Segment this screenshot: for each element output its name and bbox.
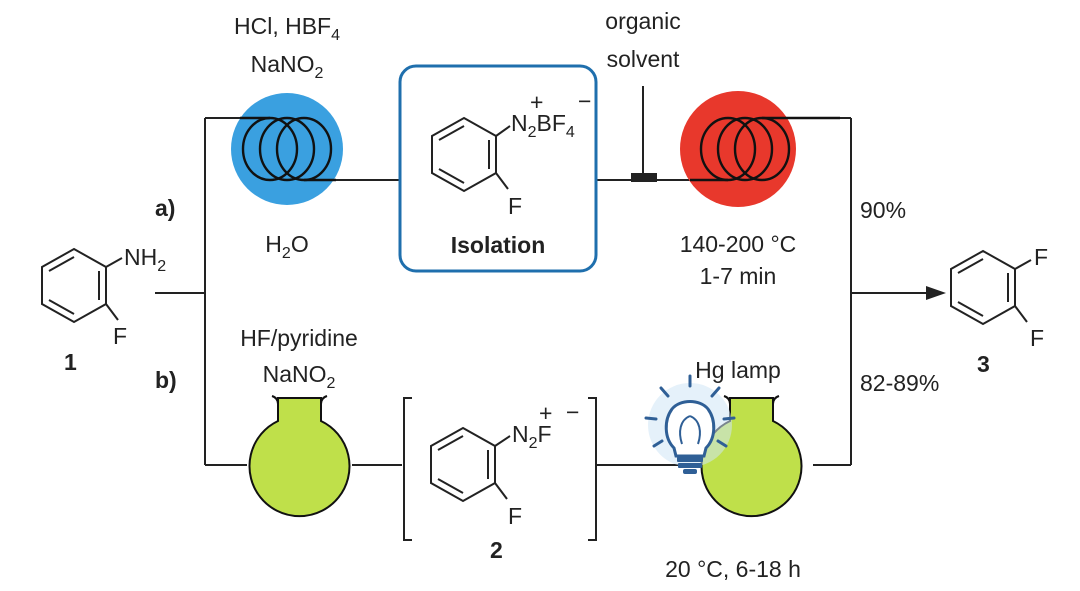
diazotization-flask [248, 397, 351, 518]
benzene-ring-3 [950, 249, 1016, 326]
aromatic-double-bond [957, 258, 984, 274]
product-arrow-head [926, 286, 946, 300]
route-b-yield: 82-89% [860, 370, 939, 396]
aromatic-double-bond [48, 256, 75, 272]
n2-bf4-label: N2BF4 [511, 110, 575, 141]
compound-1 [41, 247, 123, 324]
n2-f-label: N2F [512, 421, 552, 452]
aromatic-double-bond [438, 168, 465, 184]
benzene-ring-1 [41, 247, 107, 324]
route-a-temperature: 140-200 °C [680, 231, 797, 257]
lightbulb-icon [644, 374, 736, 474]
aromatic-double-bond [438, 125, 465, 141]
route-a-solvent: H2O [265, 231, 308, 262]
compound-2 [430, 426, 511, 503]
intermediate-bracket [403, 397, 597, 541]
left-bracket [403, 397, 412, 541]
diazonium-bond [495, 125, 511, 137]
plus-charge: + [530, 89, 543, 115]
benzene-ring-salt [431, 116, 497, 193]
coil-icon [690, 116, 840, 182]
coil-icon [240, 116, 336, 182]
diazotization-flow-reactor [231, 93, 343, 205]
lamp-label: Hg lamp [695, 357, 781, 383]
route-b-label: b) [155, 367, 177, 393]
feed-label-line1: organic [605, 8, 680, 34]
nh2-label: NH2 [124, 244, 166, 275]
aromatic-double-bond [437, 478, 464, 494]
right-bracket [588, 397, 597, 541]
intermediate-fluoro-label: F [508, 503, 522, 529]
compound-number-3: 3 [977, 351, 990, 377]
amine-bond [105, 257, 123, 268]
minus-charge: − [566, 399, 579, 425]
fluorine-bond [495, 172, 509, 190]
fluorine-bond-top [1014, 259, 1032, 270]
aromatic-double-bond [437, 435, 464, 451]
diazonium-bond [494, 435, 511, 447]
isolation-box [398, 64, 598, 273]
route-b-conditions: 20 °C, 6-18 h [665, 556, 801, 582]
route-b-reagents-line1: HF/pyridine [240, 325, 358, 351]
heated-flow-reactor [680, 91, 796, 207]
route-a-reagents-line2: NaNO2 [251, 51, 324, 82]
fluoro-label-top: F [1034, 244, 1048, 270]
diazonium-salt-structure [431, 116, 511, 193]
minus-charge: − [578, 88, 591, 114]
compound-3 [950, 249, 1032, 326]
flask-lip [723, 395, 780, 405]
plus-charge: + [539, 400, 552, 426]
fluorine-bond-bottom [1014, 305, 1028, 323]
fluorine-bond [494, 482, 508, 500]
fluoro-label-bottom: F [1030, 325, 1044, 351]
feed-label-line2: solvent [607, 46, 680, 72]
salt-fluoro-label: F [508, 193, 522, 219]
compound-number-2: 2 [490, 537, 503, 563]
route-b-reagents-line2: NaNO2 [263, 361, 336, 392]
route-a-label: a) [155, 195, 175, 221]
aromatic-double-bond [48, 299, 75, 315]
benzene-ring-2 [430, 426, 496, 503]
route-a-reagents-line1: HCl, HBF4 [234, 13, 340, 44]
route-a-time: 1-7 min [700, 263, 777, 289]
flask-lip [271, 395, 328, 405]
compound-number-1: 1 [64, 349, 77, 375]
fluorine-bond [105, 303, 119, 321]
t-mixer [631, 173, 657, 182]
fluoro-label: F [113, 323, 127, 349]
aromatic-double-bond [957, 301, 984, 317]
route-a-yield: 90% [860, 197, 906, 223]
isolation-label: Isolation [451, 232, 546, 258]
